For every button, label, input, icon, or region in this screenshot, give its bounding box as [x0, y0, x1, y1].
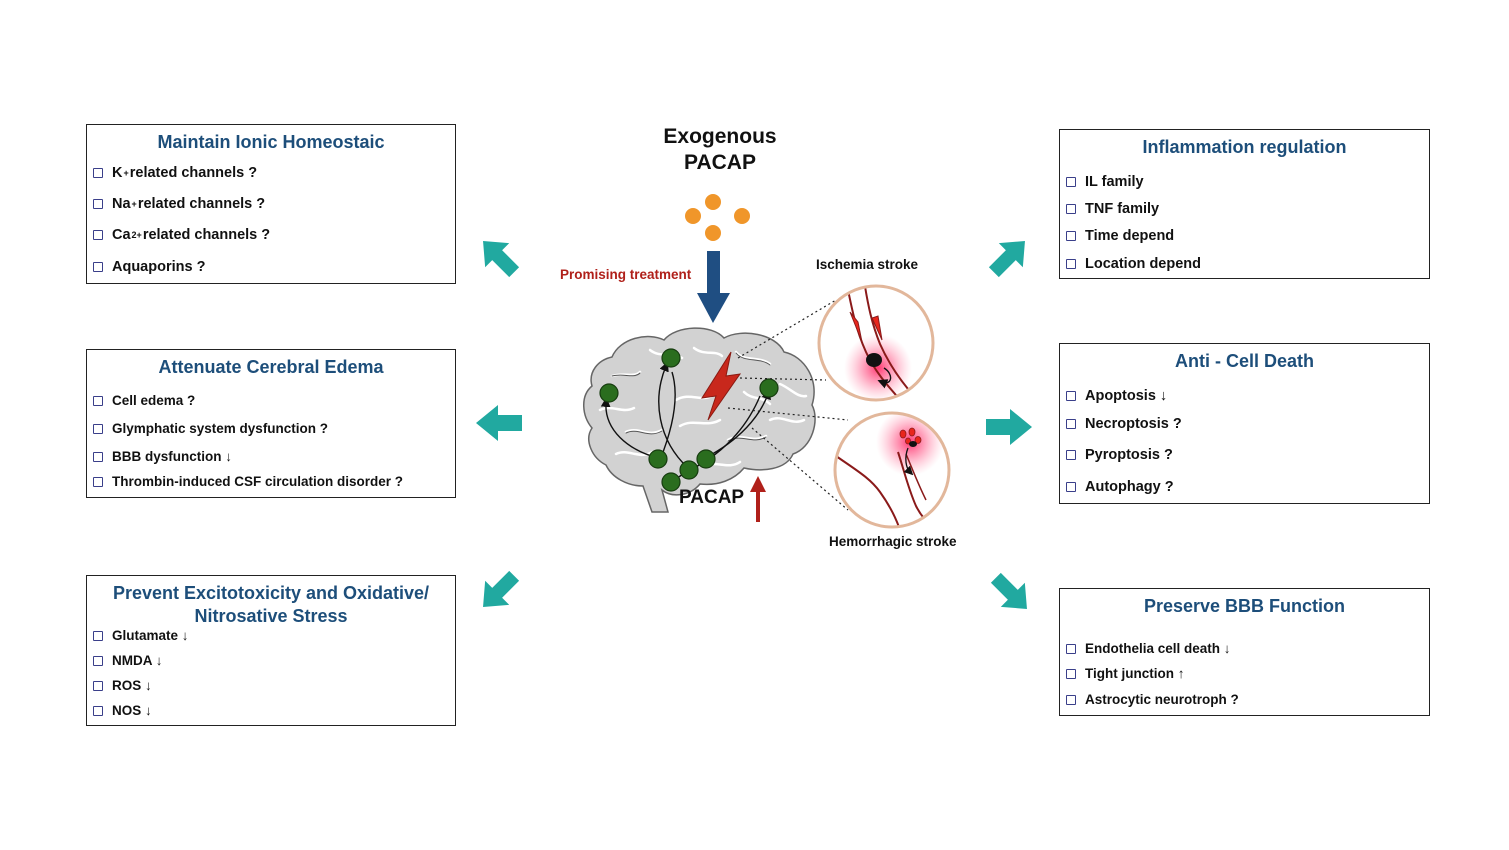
checkbox-icon [1066, 231, 1076, 241]
checkbox-icon [1066, 204, 1076, 214]
list-item: NOS ↓ [93, 703, 152, 718]
list-item: Cell edema ? [93, 393, 195, 408]
treatment-down-arrow [697, 251, 730, 323]
teal-arrow-right [986, 409, 1032, 445]
dotted-connectors [727, 299, 849, 511]
box-title-line2: Nitrosative Stress [194, 606, 348, 626]
pacap-up-arrow [750, 476, 766, 522]
cerebral-edema-box: Attenuate Cerebral Edema Cell edema ? Gl… [86, 349, 456, 498]
inflammation-box: Inflammation regulation IL family TNF fa… [1059, 129, 1430, 279]
neuron-nodes [599, 348, 779, 492]
checkbox-icon [93, 655, 103, 666]
checkbox-icon [1066, 391, 1076, 401]
ischemia-stroke-label: Ischemia stroke [816, 257, 919, 272]
excitotoxicity-box: Prevent Excitotoxicity and Oxidative/ Ni… [86, 575, 456, 726]
teal-arrow-up-right [988, 241, 1025, 278]
lightning-bolt-icon [701, 351, 742, 421]
list-item: ROS ↓ [93, 678, 152, 693]
checkbox-icon [1066, 668, 1076, 679]
checkbox-icon [1066, 259, 1076, 269]
list-item: Tight junction ↑ [1066, 666, 1184, 681]
list-item: Time depend [1066, 228, 1174, 244]
ischemia-stroke-circle [817, 284, 935, 402]
box-title: Maintain Ionic Homeostaic [157, 132, 385, 152]
list-item: K+ related channels ? [93, 165, 257, 181]
checkbox-icon [93, 705, 103, 716]
exogenous-line2: PACAP [684, 151, 756, 174]
bbb-function-box: Preserve BBB Function Endothelia cell de… [1059, 588, 1430, 716]
box-title: Inflammation regulation [1142, 137, 1347, 157]
checkbox-icon [93, 395, 103, 406]
list-item: Location depend [1066, 256, 1201, 272]
teal-arrow-up-left [483, 241, 520, 278]
checkbox-icon [93, 630, 103, 641]
box-title: Prevent Excitotoxicity and Oxidative/ Ni… [87, 582, 455, 628]
list-item: Aquaporins ? [93, 259, 205, 275]
box-title: Preserve BBB Function [1143, 596, 1346, 616]
teal-arrow-down-left [483, 570, 520, 607]
checkbox-icon [93, 230, 103, 240]
checkbox-icon [1066, 419, 1076, 429]
box-title: Anti - Cell Death [1174, 351, 1314, 371]
list-item: BBB dysfunction ↓ [93, 449, 232, 464]
checkbox-icon [93, 476, 103, 487]
checkbox-icon [1066, 694, 1076, 705]
box-title-line1: Prevent Excitotoxicity and Oxidative/ [112, 583, 430, 603]
list-item: Endothelia cell death ↓ [1066, 641, 1231, 656]
exogenous-line1: Exogenous [663, 125, 777, 148]
list-item: Thrombin-induced CSF circulation disorde… [93, 474, 403, 489]
checkbox-icon [1066, 177, 1076, 187]
checkbox-icon [93, 680, 103, 691]
list-item: NMDA ↓ [93, 653, 163, 668]
list-item: Apoptosis ↓ [1066, 388, 1167, 404]
list-item: IL family [1066, 174, 1144, 190]
list-item: Glutamate ↓ [93, 628, 189, 643]
list-item: Necroptosis ? [1066, 416, 1182, 432]
checkbox-icon [93, 262, 103, 272]
checkbox-icon [1066, 482, 1076, 492]
hemorrhagic-stroke-circle [833, 411, 951, 529]
list-item: Glymphatic system dysfunction ? [93, 421, 328, 436]
teal-arrow-down-right [990, 572, 1027, 609]
cell-death-box: Anti - Cell Death Apoptosis ↓ Necroptosi… [1059, 343, 1430, 504]
brain-illustration [583, 327, 816, 513]
teal-arrow-left [476, 405, 522, 441]
checkbox-icon [93, 423, 103, 434]
checkbox-icon [93, 199, 103, 209]
checkbox-icon [1066, 450, 1076, 460]
checkbox-icon [93, 451, 103, 462]
list-item: TNF family [1066, 201, 1159, 217]
checkbox-icon [93, 168, 103, 178]
promising-treatment-label: Promising treatment [560, 267, 692, 282]
list-item: Autophagy ? [1066, 479, 1174, 495]
list-item: Astrocytic neurotroph ? [1066, 692, 1239, 707]
exogenous-label: Exogenous PACAP [640, 124, 800, 176]
ionic-homeostasis-box: Maintain Ionic Homeostaic K+ related cha… [86, 124, 456, 284]
hemorrhagic-stroke-label: Hemorrhagic stroke [829, 534, 957, 549]
list-item: Pyroptosis ? [1066, 447, 1173, 463]
pacap-label: PACAP [679, 487, 745, 508]
checkbox-icon [1066, 643, 1076, 654]
exogenous-pacap-dots [685, 194, 750, 241]
list-item: Na+ related channels ? [93, 196, 265, 212]
box-title: Attenuate Cerebral Edema [158, 357, 384, 377]
